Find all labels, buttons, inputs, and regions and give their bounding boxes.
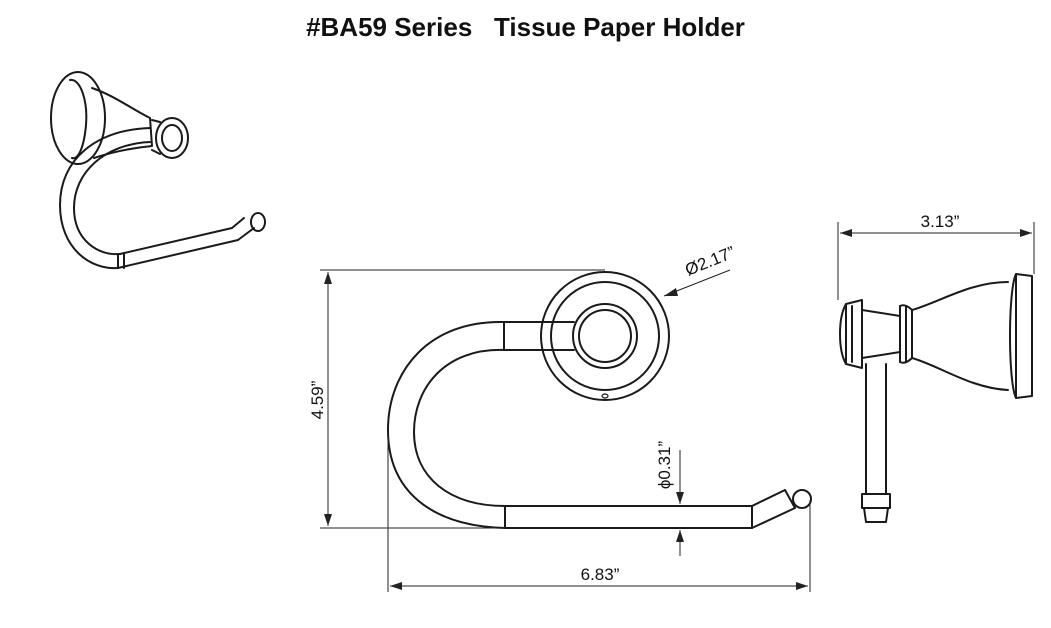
front-rod-tip bbox=[792, 489, 812, 509]
side-end-cap bbox=[845, 299, 863, 369]
side-collar bbox=[899, 305, 913, 363]
product-name: Tissue Paper Holder bbox=[493, 12, 745, 42]
iso-arm-inner bbox=[73, 141, 151, 256]
iso-end-cap bbox=[155, 117, 189, 159]
iso-rod bbox=[117, 227, 239, 269]
rod-diameter-dimension: ϕ0.31” bbox=[655, 441, 674, 490]
front-arm-inner bbox=[413, 348, 506, 507]
iso-arm-outer bbox=[59, 127, 151, 270]
front-wall-plate bbox=[540, 271, 670, 401]
set-screw bbox=[601, 393, 609, 399]
series-label: #BA59 Series bbox=[306, 12, 473, 42]
iso-plate-rim bbox=[69, 78, 88, 160]
front-hub-inner bbox=[578, 309, 632, 363]
front-rod bbox=[504, 505, 753, 529]
iso-rod-tip bbox=[250, 212, 266, 232]
height-dimension: 4.59” bbox=[308, 380, 327, 419]
front-hub-outer bbox=[572, 303, 638, 369]
drawing-title: #BA59 Series Tissue Paper Holder bbox=[0, 12, 1051, 43]
isometric-view bbox=[50, 71, 266, 270]
iso-bell-body bbox=[91, 87, 153, 159]
side-view: 3.13” bbox=[837, 212, 1035, 523]
front-arm-outer bbox=[387, 320, 506, 529]
side-bell-body bbox=[911, 281, 1009, 391]
plate-diameter-dimension: Ø2.17” bbox=[682, 242, 738, 279]
front-arm-top bbox=[503, 321, 575, 351]
side-rod bbox=[865, 363, 887, 495]
width-dimension: 6.83” bbox=[581, 565, 620, 584]
iso-wall-plate bbox=[50, 71, 106, 165]
side-wall-plate bbox=[1015, 273, 1033, 399]
front-view: 4.59” 6.83” Ø2.17” ϕ0.31” bbox=[308, 242, 812, 592]
depth-dimension: 3.13” bbox=[921, 212, 960, 231]
side-rod-tip bbox=[863, 507, 889, 523]
